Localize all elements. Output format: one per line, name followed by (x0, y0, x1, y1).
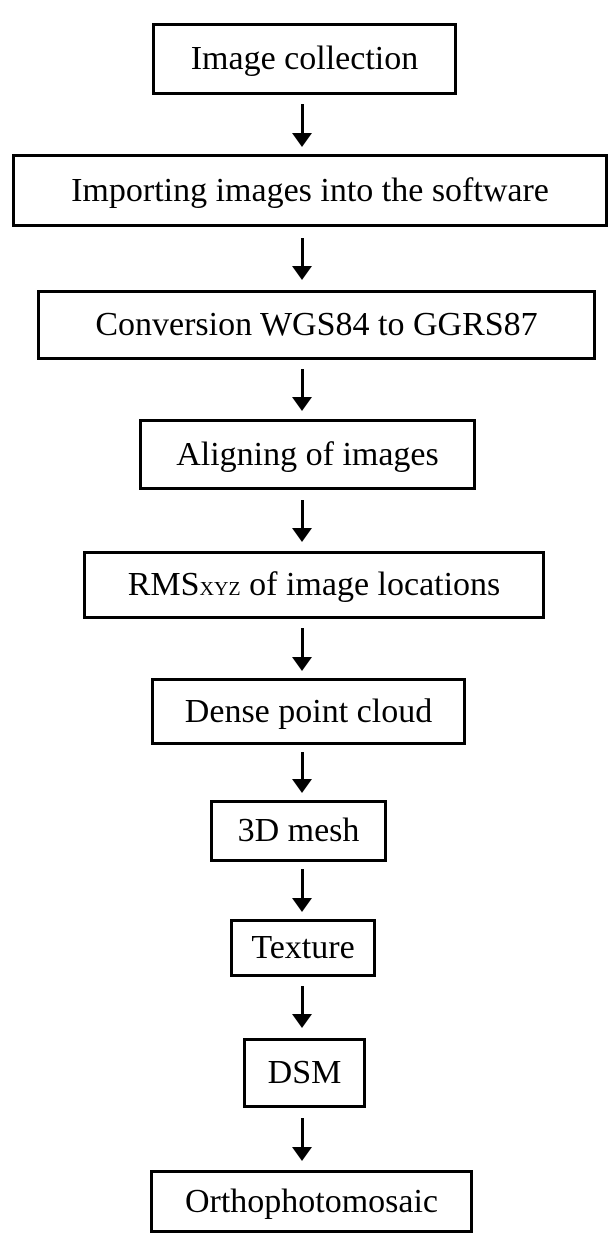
step-image-collection: Image collection (152, 23, 457, 95)
arrow-down-icon (292, 369, 312, 411)
step-label: Orthophotomosaic (184, 1182, 439, 1220)
step-3d-mesh: 3D mesh (210, 800, 387, 862)
arrow-shaft (301, 238, 304, 269)
step-aligning-images: Aligning of images (139, 419, 476, 490)
arrow-down-icon (292, 869, 312, 912)
arrow-shaft (301, 986, 304, 1017)
step-label: Importing images into the software (71, 171, 549, 209)
arrow-head (292, 133, 312, 147)
step-label: RMSXYZ of image locations (128, 568, 501, 602)
step-label-rest: of image locations (240, 566, 501, 603)
arrow-down-icon (292, 752, 312, 793)
arrow-head (292, 397, 312, 411)
arrow-head (292, 528, 312, 542)
arrow-down-icon (292, 238, 312, 280)
step-label: DSM (267, 1054, 342, 1091)
step-dsm: DSM (243, 1038, 366, 1108)
arrow-shaft (301, 869, 304, 901)
arrow-down-icon (292, 500, 312, 542)
arrow-down-icon (292, 1118, 312, 1161)
step-conversion: Conversion WGS84 to GGRS87 (37, 290, 596, 360)
step-label: Image collection (190, 40, 419, 77)
arrow-head (292, 898, 312, 912)
arrow-shaft (301, 369, 304, 400)
step-texture: Texture (230, 919, 376, 977)
step-importing-images: Importing images into the software (12, 154, 608, 227)
step-label-subscript: XYZ (199, 578, 241, 600)
arrow-head (292, 266, 312, 280)
arrow-down-icon (292, 986, 312, 1028)
step-dense-point-cloud: Dense point cloud (151, 678, 466, 745)
arrow-head (292, 1147, 312, 1161)
step-label-main: RMS (127, 566, 200, 603)
arrow-down-icon (292, 104, 312, 147)
arrow-shaft (301, 1118, 304, 1150)
arrow-shaft (301, 500, 304, 531)
arrow-shaft (301, 628, 304, 660)
step-label: Dense point cloud (184, 692, 433, 730)
arrow-head (292, 657, 312, 671)
arrow-head (292, 779, 312, 793)
arrow-down-icon (292, 628, 312, 671)
step-rms-xyz: RMSXYZ of image locations (83, 551, 545, 619)
arrow-shaft (301, 104, 304, 136)
step-label: Conversion WGS84 to GGRS87 (95, 306, 538, 343)
step-label: 3D mesh (237, 812, 360, 849)
step-label: Texture (251, 929, 355, 966)
step-orthophotomosaic: Orthophotomosaic (150, 1170, 473, 1233)
arrow-head (292, 1014, 312, 1028)
arrow-shaft (301, 752, 304, 782)
step-label: Aligning of images (176, 435, 439, 473)
